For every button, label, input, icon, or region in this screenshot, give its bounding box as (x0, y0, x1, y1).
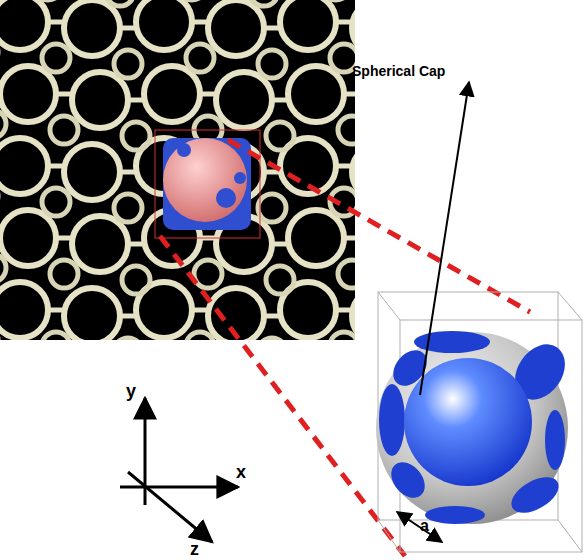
lattice-strut (128, 98, 144, 103)
leader-arrow (420, 82, 469, 395)
axes (120, 398, 238, 542)
lattice-ring (42, 44, 70, 72)
lattice-strut (56, 236, 72, 241)
lattice-strut (200, 92, 216, 97)
lattice-strut (336, 308, 352, 313)
pore-window (234, 172, 246, 184)
lattice-strut (192, 308, 208, 313)
lattice-strut (344, 92, 355, 97)
spherical-caps (379, 331, 575, 524)
lattice-ring (280, 0, 336, 50)
lattice-ring (106, 0, 134, 6)
lattice-strut (344, 236, 355, 241)
lattice-ring (42, 188, 70, 216)
lattice-strut (48, 164, 64, 169)
lattice-strut (48, 308, 64, 313)
lattice-ring (208, 0, 264, 56)
lattice-ring (0, 0, 48, 50)
lattice-strut (128, 242, 144, 247)
lattice-ring (0, 282, 48, 338)
lattice-strut (120, 314, 136, 319)
lattice-ring (338, 116, 355, 144)
lattice-strut (272, 98, 288, 103)
lattice-structure (0, 0, 355, 340)
lattice-ring (122, 266, 150, 294)
lattice-ring (0, 254, 6, 282)
lattice-ring (0, 138, 48, 194)
unit-cell (163, 138, 251, 230)
lattice-ring (266, 266, 294, 294)
zoom-line (160, 236, 405, 556)
selection-box (155, 130, 260, 238)
lattice-ring (122, 122, 150, 150)
dimension-arrow (397, 512, 442, 542)
lattice-ring (50, 116, 78, 144)
lattice-ring (72, 72, 128, 128)
lattice-ring (258, 50, 286, 78)
lattice-ring (288, 66, 344, 122)
lattice-ring (50, 260, 78, 288)
pore-sphere (163, 138, 247, 222)
lattice-ring (114, 50, 142, 78)
lattice-strut (336, 164, 352, 169)
lattice-ring (0, 210, 56, 266)
lattice-ring (64, 288, 120, 340)
lattice-strut (192, 20, 208, 25)
zoom-line (228, 140, 530, 312)
lattice-ring (330, 332, 355, 340)
dimension-label: a (420, 518, 429, 534)
lattice-ring (330, 44, 355, 72)
pore-window (216, 188, 236, 208)
lattice-ring (194, 260, 222, 288)
lattice-ring (64, 144, 120, 200)
lattice-ring (114, 194, 142, 222)
pore-window (177, 143, 191, 157)
lattice-strut (120, 26, 136, 31)
lattice-ring (144, 66, 200, 122)
axis-label: z (190, 540, 199, 558)
lattice-ring (72, 216, 128, 272)
lattice-strut (336, 20, 352, 25)
lattice-ring (250, 0, 278, 6)
lattice-ring (216, 72, 272, 128)
lattice-ring (258, 338, 286, 340)
lattice-ring (186, 332, 214, 340)
lattice-ring (258, 194, 286, 222)
lattice-ring (42, 332, 70, 340)
lattice-ring (114, 338, 142, 340)
axis-label: x (236, 463, 246, 481)
lattice-strut (120, 170, 136, 175)
lattice-strut (272, 242, 288, 247)
lattice-strut (48, 20, 64, 25)
lattice-ring (266, 122, 294, 150)
lattice-strut (56, 92, 72, 97)
lattice-ring (288, 210, 344, 266)
lattice-ring (0, 66, 56, 122)
lattice-ring (64, 0, 120, 56)
lattice-ring (0, 110, 6, 138)
lattice-ring (186, 44, 214, 72)
lattice-ring (136, 0, 192, 50)
lattice-ring (338, 260, 355, 288)
lattice-strut (264, 314, 280, 319)
callout-label: Spherical Cap (352, 64, 445, 78)
axis-label: y (126, 382, 136, 400)
lattice-strut (264, 26, 280, 31)
unit-box (378, 292, 582, 552)
